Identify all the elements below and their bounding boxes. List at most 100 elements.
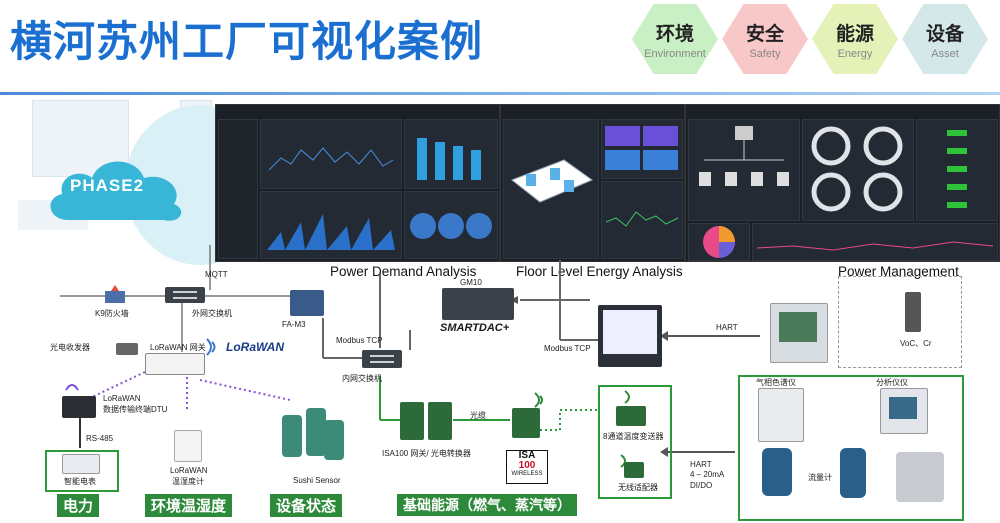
flow-transmitter-2[interactable] <box>840 448 866 498</box>
header-divider <box>0 92 1000 95</box>
voc-analyzer[interactable] <box>905 292 921 332</box>
modbus-tcp-label-2: Modbus TCP <box>544 344 591 353</box>
daily-power-panel <box>260 119 402 189</box>
wireless-adapter[interactable] <box>624 462 644 478</box>
system-trend-panel <box>601 181 683 259</box>
optical-transceiver-label: 光电收发器 <box>50 343 90 352</box>
coriolis-meter[interactable] <box>896 452 944 502</box>
page-title: 横河苏州工厂可视化案例 <box>10 17 484 66</box>
category-sublabel: Safety <box>749 47 781 60</box>
green-bar <box>947 130 967 136</box>
temp-transmitter[interactable] <box>616 406 646 426</box>
trend-line <box>756 241 994 251</box>
isa100-logo: ISA 100 WIRELESS <box>506 450 548 484</box>
sidebar-tree <box>218 119 258 259</box>
outer-switch-label: 外网交换机 <box>192 309 232 318</box>
stat-card-1 <box>605 126 640 146</box>
stat-card-3 <box>605 150 640 170</box>
smartdac-logo: SMARTDAC+ <box>440 322 510 334</box>
lorawan-logo: LoRaWAN <box>226 340 284 354</box>
lorawan-gateway[interactable] <box>145 353 205 375</box>
dashboard-floor-level[interactable] <box>500 104 685 262</box>
flow-transmitter-1[interactable] <box>762 448 792 496</box>
stat-card-4 <box>643 150 678 170</box>
green-bars-panel <box>916 119 998 221</box>
fa-m3-controller[interactable] <box>290 290 324 316</box>
firewall-label: K9防火墙 <box>95 309 129 318</box>
tag-power: 电力 <box>57 494 100 517</box>
dashboard-power-demand[interactable] <box>215 104 500 262</box>
isa-signal-icon <box>534 392 543 408</box>
tag-environment: 环境温湿度 <box>145 494 233 517</box>
floor-map-panel <box>503 119 599 259</box>
system-trend-chart <box>605 211 679 227</box>
fa-m3-label: FA-M3 <box>282 320 306 329</box>
daily-power-chart <box>268 147 394 171</box>
gas-chromatograph-label: 气相色谱仪 <box>756 378 796 387</box>
firewall-icon <box>105 285 125 303</box>
hart-transmitter[interactable] <box>770 303 828 363</box>
category-sublabel: Asset <box>931 47 959 60</box>
peak-demand-bars <box>417 138 481 180</box>
fiber-label: 光缆 <box>470 411 486 420</box>
dtu-label-line1: LoRaWAN <box>103 394 141 403</box>
sushi-sensor-3[interactable] <box>324 420 344 460</box>
temp-signal-icon <box>624 390 630 404</box>
transmitter-screen <box>779 312 817 342</box>
isa-logo-line1: ISA <box>518 450 536 461</box>
wireless-signal-icon <box>206 338 216 356</box>
sushi-sensor-label: Sushi Sensor <box>293 476 341 485</box>
lorawan-dtu[interactable] <box>62 396 96 418</box>
isa100-gateway[interactable] <box>400 402 424 440</box>
dtu-label-line2: 数据传输终端DTU <box>103 405 168 414</box>
cloud-icon <box>50 161 182 221</box>
single-line-diagram <box>699 126 789 186</box>
green-bar <box>947 166 967 172</box>
paperless-recorder[interactable] <box>598 305 662 367</box>
smart-meter-label: 智能电表 <box>64 477 96 486</box>
label-floor-level: Floor Level Energy Analysis <box>516 264 683 279</box>
hart-label: HART <box>716 323 738 332</box>
peak-power-circles <box>410 213 492 239</box>
lorawan-thermometer[interactable] <box>174 430 202 462</box>
analyzer[interactable] <box>880 388 928 434</box>
single-line-diagram-panel <box>688 119 800 221</box>
sushi-sensor-1[interactable] <box>282 415 302 457</box>
isa100-field-device[interactable] <box>512 408 540 438</box>
gas-chromatograph[interactable] <box>758 388 804 442</box>
isa-logo-line3: WIRELESS <box>511 471 543 477</box>
inner-switch[interactable] <box>362 350 402 368</box>
modbus-tcp-label-1: Modbus TCP <box>336 336 383 345</box>
thermometer-label-line2: 温湿度计 <box>172 477 204 486</box>
dashboard-power-management[interactable] <box>685 104 1000 262</box>
green-bar <box>947 202 967 208</box>
pie-chart <box>703 226 735 258</box>
mqtt-label: MQTT <box>205 270 228 279</box>
sushi-sensor-2[interactable] <box>306 408 326 456</box>
voc-label: VoC、Cr <box>900 339 932 348</box>
category-sublabel: Environment <box>644 47 706 60</box>
green-bar <box>947 184 967 190</box>
optical-transceiver[interactable] <box>116 343 138 355</box>
isa100-gateway-label: ISA100 网关/ 光电转换器 <box>382 449 471 458</box>
stat-card-2 <box>643 126 678 146</box>
smart-meter[interactable] <box>62 454 100 474</box>
hart-4-20-label: HART 4 – 20mA DI/DO <box>690 460 725 490</box>
smartdac-device[interactable] <box>442 288 514 320</box>
category-label: 能源 <box>835 22 874 45</box>
floor-3d-map <box>510 159 594 203</box>
green-bar <box>947 148 967 154</box>
trend-panel <box>752 223 998 261</box>
voc-box <box>838 276 962 368</box>
inner-switch-label: 内网交换机 <box>342 374 382 383</box>
category-label: 环境 <box>655 22 694 45</box>
optical-converter[interactable] <box>428 402 452 440</box>
outer-switch[interactable] <box>165 287 205 303</box>
temp-transmitter-label: 8通道温度变送器 <box>603 432 664 441</box>
analyzer-label: 分析仪仪 <box>876 378 908 387</box>
cloud-label: PHASE2 <box>70 176 145 195</box>
field-instruments-box <box>738 375 964 521</box>
gm10-label: GM10 <box>460 278 482 287</box>
category-sublabel: Energy <box>837 47 873 60</box>
